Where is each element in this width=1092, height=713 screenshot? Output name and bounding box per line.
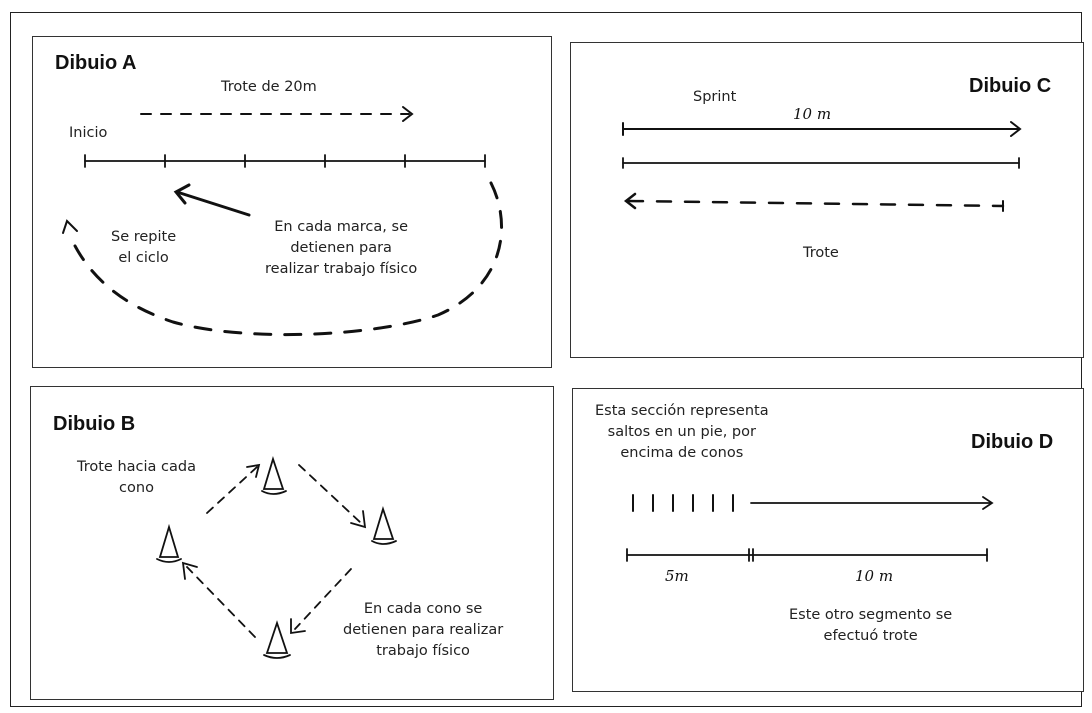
jog-arrow-head [982,496,994,510]
panel-c-title: Dibuio C [969,75,1052,97]
cone-icon [156,523,182,563]
panel-b-drawing [156,456,397,659]
cone-icon [263,620,291,659]
panel-d-drawing [626,494,994,562]
panel-c-drawing [622,121,1022,212]
cone-icon [261,456,287,495]
jog-segment-label: Este otro segmento se efectuó trote [789,607,953,645]
dashed-arrow-head [350,510,367,529]
hops-section-label: Esta sección representa saltos en un pie… [595,403,769,462]
panel-d-title: Dibuio D [971,431,1054,453]
jog-dashed-arrow [627,199,1005,208]
panel-d: Dibuio D Esta sección representa saltos … [572,388,1084,692]
stop-at-mark-label: En cada marca, se detienen para realizar… [265,219,418,278]
jog-arrow-head [402,106,414,122]
jog-label: Trote [803,245,839,261]
dashed-arrow-head [290,618,306,635]
start-label: Inicio [69,125,108,141]
hops-distance-label: 5m [665,567,689,585]
return-loop-arrow-head [62,219,78,234]
return-loop-dashed [71,181,503,337]
sprint-label: Sprint [693,89,737,105]
dashed-arrow [186,566,256,638]
sprint-arrow-head [1010,121,1022,137]
repeat-cycle-label: Se repite el ciclo [111,229,177,267]
panel-a: Dibuio A Trote de 20m Inicio Se repite e… [32,36,552,368]
jog-distance-label: Trote de 20m [221,79,317,95]
pointer-arrow-head [173,183,191,205]
jog-distance-label: 10 m [855,567,894,585]
jog-arrow-head [623,192,637,210]
dashed-arrow-head [246,463,261,478]
dashed-arrow [294,568,352,630]
figure-frame [10,12,1082,707]
pointer-arrow [175,190,251,217]
cone-icon [371,506,397,545]
panel-c: Dibuio C Sprint 10 m Trote [570,42,1084,358]
dashed-arrow-head [181,561,198,580]
dashed-arrow [206,466,258,514]
jog-to-cone-label: Trote hacia cada cono [77,459,196,497]
panel-a-drawing [62,106,503,337]
panel-b: Dibuio B Trote hacia cada cono En cada c… [30,386,554,700]
dashed-arrow [298,464,362,524]
stop-at-cone-label: En cada cono se detienen para realizar t… [343,601,504,660]
panel-b-title: Dibuio B [53,413,136,435]
panel-a-title: Dibuio A [55,52,137,74]
sprint-distance-label: 10 m [793,105,832,123]
